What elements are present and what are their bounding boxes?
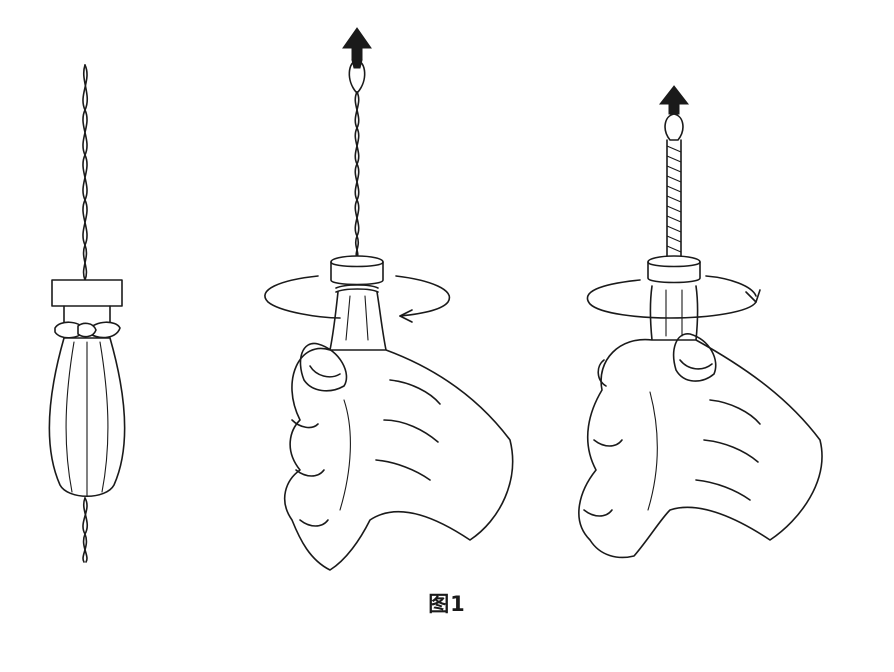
rotate-arrow-icon bbox=[586, 275, 761, 319]
hand bbox=[283, 342, 514, 571]
bob-ridge bbox=[364, 295, 369, 341]
panel-loose-twist bbox=[48, 64, 126, 563]
cord-strand bbox=[82, 64, 88, 281]
cord-loop bbox=[664, 113, 684, 141]
up-arrow-icon bbox=[342, 27, 372, 69]
hand bbox=[578, 333, 823, 559]
bob-neck bbox=[695, 285, 699, 341]
cord-loop bbox=[348, 59, 366, 93]
cord-tail bbox=[82, 497, 88, 563]
cord-strand bbox=[354, 91, 360, 259]
panel-tight-twist bbox=[578, 85, 823, 559]
bob-ridge bbox=[65, 341, 75, 493]
panel-spin-pull bbox=[264, 27, 514, 571]
figure-caption: 图1 bbox=[428, 592, 466, 616]
cord-wrap bbox=[335, 284, 379, 293]
knot bbox=[54, 321, 121, 339]
bob-neck bbox=[376, 291, 387, 351]
bob-ridge bbox=[345, 295, 351, 341]
up-arrow-icon bbox=[658, 85, 690, 115]
bob-neck bbox=[329, 291, 339, 351]
rope-twist bbox=[666, 139, 682, 257]
collar-block bbox=[647, 255, 701, 284]
rotate-arrow-icon bbox=[264, 275, 451, 323]
collar-block bbox=[51, 279, 123, 307]
bob-ridge bbox=[99, 341, 109, 493]
bob-neck bbox=[649, 285, 653, 341]
collar-block bbox=[330, 255, 384, 286]
